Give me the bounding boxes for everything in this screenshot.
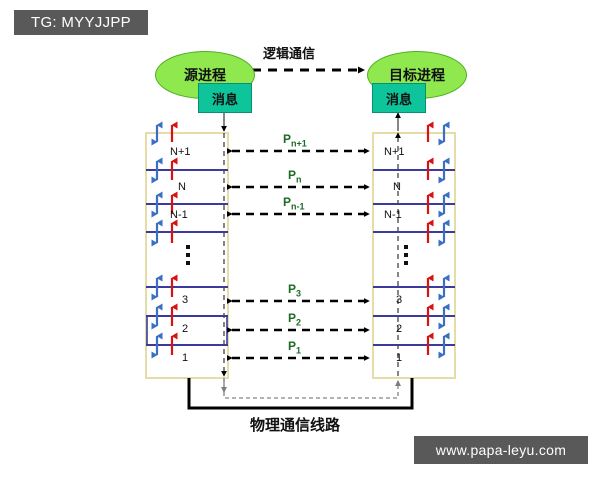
protocol-sub-5: 1 — [296, 345, 302, 356]
right-layer-label-5: 1 — [396, 352, 403, 364]
protocol-label-0: Pn+1 — [283, 132, 307, 148]
physical-communication-label: 物理通信线路 — [250, 416, 341, 434]
protocol-base-1: P — [288, 168, 297, 182]
protocol-sub-2: n-1 — [291, 201, 305, 212]
logical-communication-label: 逻辑通信 — [263, 47, 316, 62]
protocol-sub-3: 3 — [296, 288, 302, 299]
physical-communication-line — [187, 378, 414, 410]
protocol-sub-1: n — [296, 174, 302, 185]
left-layer-label-2: N-1 — [170, 209, 188, 221]
protocol-label-5: P1 — [288, 339, 301, 355]
right-layer-label-1: N — [393, 181, 401, 193]
right-layer-label-0: N+1 — [384, 146, 405, 158]
right-layer-label-3: 3 — [396, 294, 403, 306]
protocol-base-5: P — [288, 339, 297, 353]
source-message-box: 消息 — [198, 83, 252, 113]
left-layer-label-4: 2 — [182, 323, 189, 335]
protocol-label-4: P2 — [288, 311, 301, 327]
left-layer-label-0: N+1 — [170, 146, 191, 158]
protocol-base-4: P — [288, 311, 297, 325]
tg-tag-badge: TG: MYYJJPP — [14, 10, 148, 35]
protocol-label-1: Pn — [288, 168, 302, 184]
protocol-label-3: P3 — [288, 282, 301, 298]
protocol-label-2: Pn-1 — [283, 195, 305, 211]
protocol-arrows — [226, 148, 370, 361]
target-message-box: 消息 — [372, 83, 426, 113]
right-stack-ellipsis — [404, 245, 408, 265]
protocol-base-2: P — [283, 195, 292, 209]
left-stack-ellipsis — [186, 245, 190, 265]
left-layer-label-3: 3 — [182, 294, 189, 306]
watermark-badge: www.papa-leyu.com — [414, 436, 588, 464]
right-layer-label-4: 2 — [396, 323, 403, 335]
right-layer-label-2: N-1 — [384, 209, 402, 221]
protocol-base-3: P — [288, 282, 297, 296]
left-layer-label-1: N — [178, 181, 186, 193]
protocol-base-0: P — [283, 132, 292, 146]
left-layer-label-5: 1 — [182, 352, 189, 364]
protocol-sub-0: n+1 — [291, 138, 307, 149]
protocol-sub-4: 2 — [296, 317, 302, 328]
physical-data-path — [223, 378, 401, 399]
